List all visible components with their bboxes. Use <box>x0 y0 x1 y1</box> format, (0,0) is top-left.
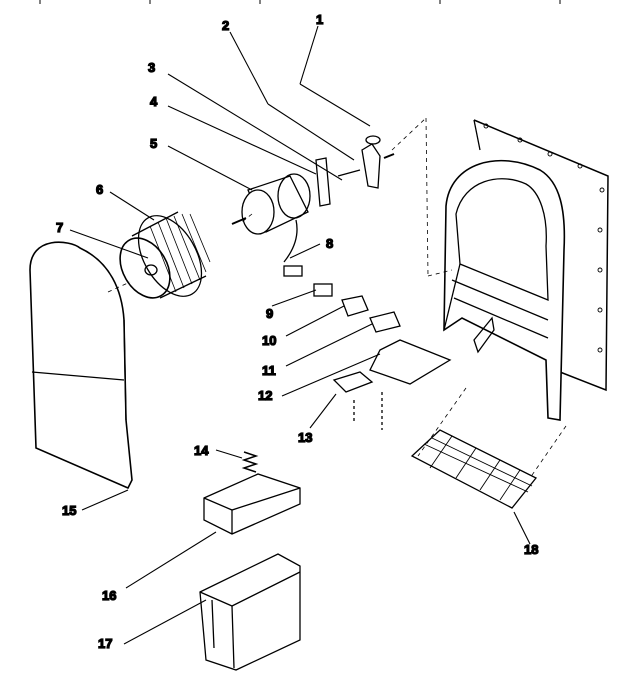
spring <box>241 451 259 473</box>
front-cover-panel <box>29 241 133 490</box>
blower-wheel <box>119 211 211 299</box>
callout-17: 17 <box>98 636 112 651</box>
callout-8: 8 <box>326 236 333 251</box>
callout-6: 6 <box>96 182 103 197</box>
blower-motor <box>231 173 311 263</box>
callout-5: 5 <box>150 136 157 151</box>
callout-7: 7 <box>56 220 63 235</box>
cover-box <box>199 553 301 671</box>
motor-brackets <box>315 135 395 207</box>
callout-13: 13 <box>298 430 312 445</box>
connector-parts <box>283 265 401 333</box>
callout-1: 1 <box>316 12 323 27</box>
callout-labels: 1 2 3 4 5 6 7 8 9 10 11 12 13 14 15 16 1… <box>55 11 539 651</box>
callout-12: 12 <box>258 388 272 403</box>
callout-10: 10 <box>262 333 276 348</box>
filter-tray <box>203 473 301 535</box>
callout-9: 9 <box>266 306 273 321</box>
callout-4: 4 <box>150 94 158 109</box>
alignment-lines <box>107 117 567 479</box>
callout-3: 3 <box>148 60 155 75</box>
grille <box>410 429 538 509</box>
top-border-marks <box>39 0 561 4</box>
callout-18: 18 <box>524 542 538 557</box>
callout-14: 14 <box>194 443 209 458</box>
blower-housing <box>443 119 609 421</box>
hub-icon <box>144 264 158 276</box>
leader-lines <box>69 25 531 645</box>
callout-15: 15 <box>62 503 76 518</box>
callout-16: 16 <box>102 588 116 603</box>
mounting-plates <box>332 339 452 430</box>
callout-11: 11 <box>262 363 276 378</box>
callout-2: 2 <box>222 18 229 33</box>
